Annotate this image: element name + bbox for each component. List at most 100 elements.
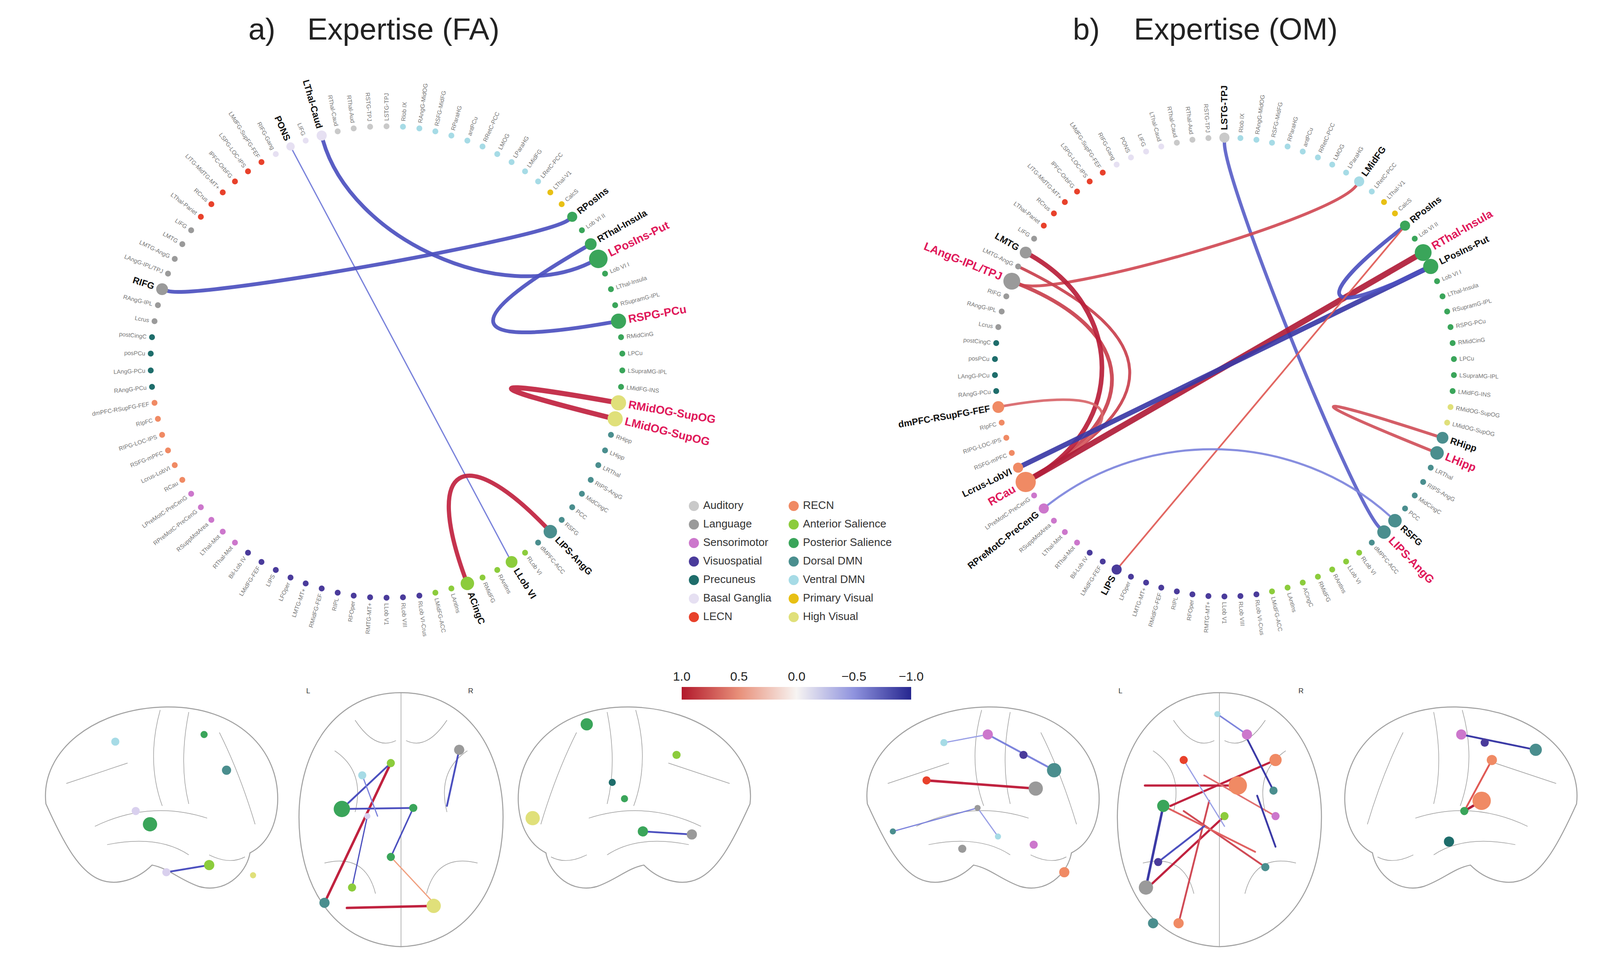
region-label-arm: LMidFG-ACC (431, 592, 448, 634)
brain-region-dot (994, 833, 1002, 840)
region-label: RIFG-Gang (256, 120, 277, 151)
brain-region-dot (131, 807, 140, 816)
brain-region-dot (386, 759, 395, 768)
legend-swatch (788, 538, 799, 549)
region-label: RParaHG (449, 104, 464, 132)
region-label-arm: RSTG-TPJ (363, 92, 374, 128)
region-node: LThal-Pariet (197, 213, 204, 220)
region-label: LMidFG-INS (626, 384, 660, 395)
region-label: RPosIns (575, 185, 611, 217)
brain-connection-line (390, 857, 434, 904)
region-label: PONS (1118, 136, 1132, 155)
legend-item: Anterior Salience (802, 517, 887, 531)
region-node: dMPFC-ACC (535, 539, 542, 546)
region-label-arm: LSupraMG-IPL (621, 366, 667, 376)
region-node: LMidFG-ACC (432, 589, 439, 596)
glass-brain-lateral (518, 706, 751, 888)
region-label: LAngG-IPL/TPJ (123, 253, 165, 275)
region-label-arm: RLob VI-Crus (1252, 593, 1267, 636)
region-node: RHipp (608, 432, 614, 438)
brain-region-dot (1228, 776, 1248, 795)
region-label: PONS (272, 114, 293, 143)
colorbar-tick: 0.5 (730, 669, 748, 684)
region-label: LMTG (992, 230, 1022, 253)
region-node: Rlob IX (1237, 135, 1244, 142)
region-label: RIPL (330, 597, 340, 612)
brain-connection-line (1257, 795, 1276, 847)
region-label: RHipp (1448, 435, 1478, 455)
brain-connection-line (346, 906, 434, 909)
brain-region-dot (940, 739, 948, 747)
brain-outline (1117, 693, 1322, 947)
legend-item: Posterior Salience (802, 536, 892, 550)
brain-region-dot (204, 860, 215, 871)
brain-region-dot (162, 868, 171, 877)
region-label: Lcrus (978, 320, 994, 330)
region-node: LThal-Caud (316, 130, 327, 141)
brain-region-dot (1220, 812, 1229, 821)
region-node: ACingC (460, 576, 475, 591)
brain-connection-line (1464, 760, 1492, 812)
region-node: LIFG (1031, 235, 1038, 242)
region-label-arm: LMidFG-INS (1452, 387, 1491, 400)
region-node: RAntIns (494, 567, 501, 574)
region-label: LMidFG (525, 147, 544, 169)
region-label: RIpFC (978, 420, 998, 432)
connectivity-chord (493, 247, 612, 333)
brain-region-dot (1047, 763, 1062, 778)
legend-text: Basal Ganglia (703, 591, 772, 605)
region-label: RMidFG (1317, 580, 1333, 603)
region-node: PONS (286, 142, 295, 151)
brain-region-dot (333, 800, 350, 818)
region-node: RSupramG-IPL (1444, 308, 1451, 315)
region-label: LLob VI (1346, 564, 1363, 586)
brain-region-dot (889, 828, 896, 835)
region-node: RSFG-MidFG (1269, 139, 1275, 146)
region-label-arm: LHipp (603, 446, 627, 462)
region-node: LIPS-AngG (1377, 525, 1391, 539)
colorbar-tick: −0.5 (841, 669, 867, 684)
brain-connection-line (1461, 734, 1536, 750)
region-label: RSTG-TPJ (364, 92, 374, 122)
region-label: LThal-Insula (614, 274, 648, 291)
region-label-arm: LSupraMG-IPL (1453, 371, 1499, 381)
region-label: LPCu (627, 349, 643, 358)
legend-item: High Visual (802, 610, 859, 624)
region-node: Bil-Lob IV (1086, 549, 1093, 556)
region-label: LIPS (264, 573, 277, 588)
region-node: antPCu (1299, 148, 1306, 155)
region-label: LAntIns (449, 593, 462, 615)
region-label: LRetC-PCC (538, 151, 565, 180)
region-node: LLob VI (505, 556, 518, 568)
region-label: RThal-Mot (211, 544, 235, 571)
region-node: RSuppMotArea (208, 517, 215, 523)
connectivity-chord (292, 150, 509, 557)
region-node: RMidCinG (618, 334, 624, 341)
region-label-arm: LIPS (1098, 567, 1122, 598)
region-label-arm: LPreMotC-PreCenG (140, 490, 194, 531)
region-label: RMidFG-FEF (1146, 592, 1163, 628)
region-label: LAntIns (1285, 592, 1299, 614)
region-node: LMOG (1329, 161, 1336, 168)
legend-swatch (788, 575, 799, 586)
colorbar-tick: 1.0 (672, 669, 691, 684)
brain-outline (1344, 706, 1578, 888)
region-label-arm: ACingC (1299, 581, 1316, 609)
region-node: LRetC-PCC (535, 178, 542, 185)
region-node: LPosIns-Put (1423, 258, 1439, 275)
region-label-arm: CalcS (1392, 196, 1414, 217)
region-label-arm: RLob VIII (1236, 595, 1247, 627)
region-label: LMTG-MT+ (1130, 586, 1148, 618)
region-node: LMdFG-SupFG-FEF (258, 159, 265, 166)
brain-sulci (1142, 693, 1296, 947)
region-node: LPCu (619, 350, 626, 357)
region-node: RAngG-PCu (993, 388, 1000, 395)
region-label-arm: RSPG-PCu (1449, 317, 1486, 332)
brain-region-dot (1147, 918, 1158, 929)
region-label: LThal-Caud (300, 78, 325, 130)
region-node: MidCingC (578, 490, 585, 497)
colorbar-tick-wrap: 0.5 (730, 669, 748, 685)
region-label: MidCingC (584, 494, 611, 515)
glass-brain-lateral (866, 706, 1100, 888)
